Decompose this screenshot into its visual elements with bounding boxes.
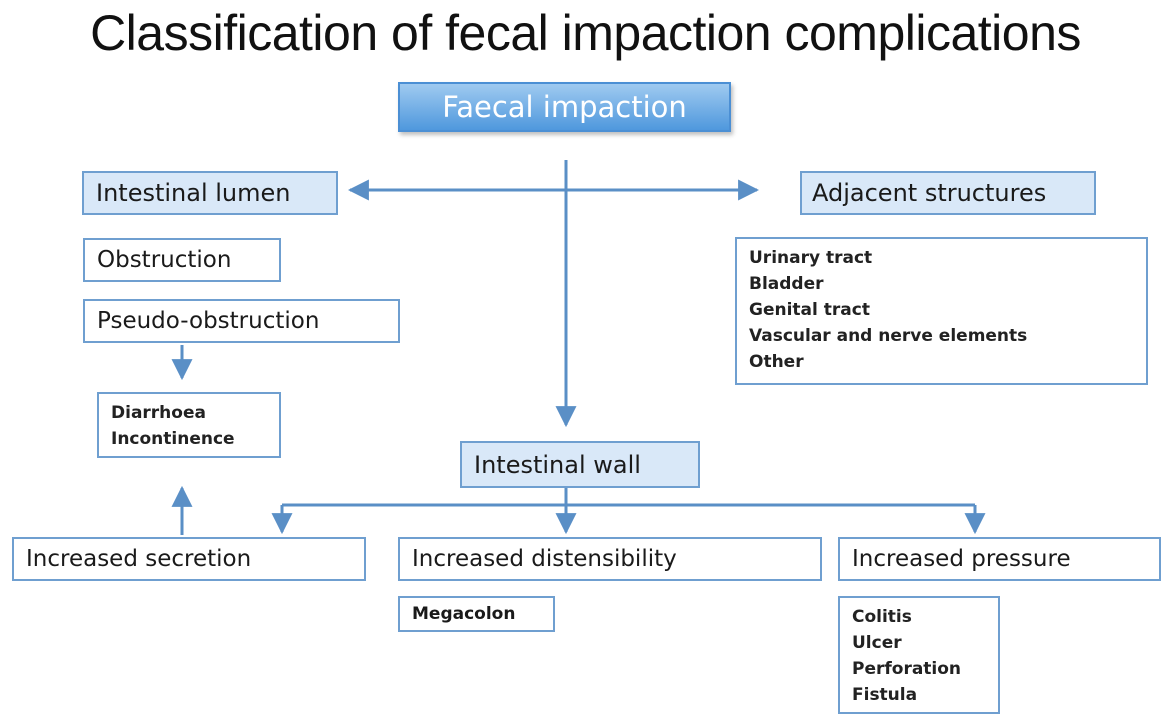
node-increased-pressure-label: Increased pressure [852,546,1071,572]
node-pseudo-obstruction: Pseudo-obstruction [83,299,400,343]
node-faecal-impaction-label: Faecal impaction [442,90,687,124]
node-increased-secretion-label: Increased secretion [26,546,252,572]
list-diarrhoea-item: Diarrhoea [111,403,206,423]
node-megacolon: Megacolon [398,596,555,632]
list-pressure-item: Ulcer [852,633,902,653]
list-adjacent-item: Bladder [749,274,824,294]
node-intestinal-wall: Intestinal wall [460,441,700,488]
list-diarrhoea: Diarrhoea Incontinence [97,392,281,458]
node-intestinal-wall-label: Intestinal wall [474,450,641,479]
node-increased-distensibility-label: Increased distensibility [412,546,677,572]
list-pressure-complications: Colitis Ulcer Perforation Fistula [838,596,1000,714]
node-increased-distensibility: Increased distensibility [398,537,822,581]
list-adjacent-item: Genital tract [749,300,870,320]
list-adjacent-structures: Urinary tract Bladder Genital tract Vasc… [735,237,1148,385]
node-megacolon-label: Megacolon [412,604,516,624]
node-intestinal-lumen: Intestinal lumen [82,171,338,215]
node-obstruction-label: Obstruction [97,247,232,273]
list-pressure-item: Perforation [852,659,962,679]
diagram-title: Classification of fecal impaction compli… [90,5,1081,61]
list-adjacent-item: Urinary tract [749,248,873,268]
node-obstruction: Obstruction [83,238,281,282]
list-adjacent-item: Other [749,352,804,372]
node-intestinal-lumen-label: Intestinal lumen [96,179,291,207]
node-increased-pressure: Increased pressure [838,537,1161,581]
node-increased-secretion: Increased secretion [12,537,366,581]
list-pressure-item: Fistula [852,685,918,705]
node-faecal-impaction: Faecal impaction [398,82,731,132]
node-adjacent-structures: Adjacent structures [800,171,1096,215]
node-adjacent-structures-label: Adjacent structures [812,179,1047,207]
list-pressure-item: Colitis [852,607,912,627]
node-pseudo-obstruction-label: Pseudo-obstruction [97,308,320,334]
list-diarrhoea-item: Incontinence [111,429,235,449]
list-adjacent-item: Vascular and nerve elements [749,326,1028,346]
